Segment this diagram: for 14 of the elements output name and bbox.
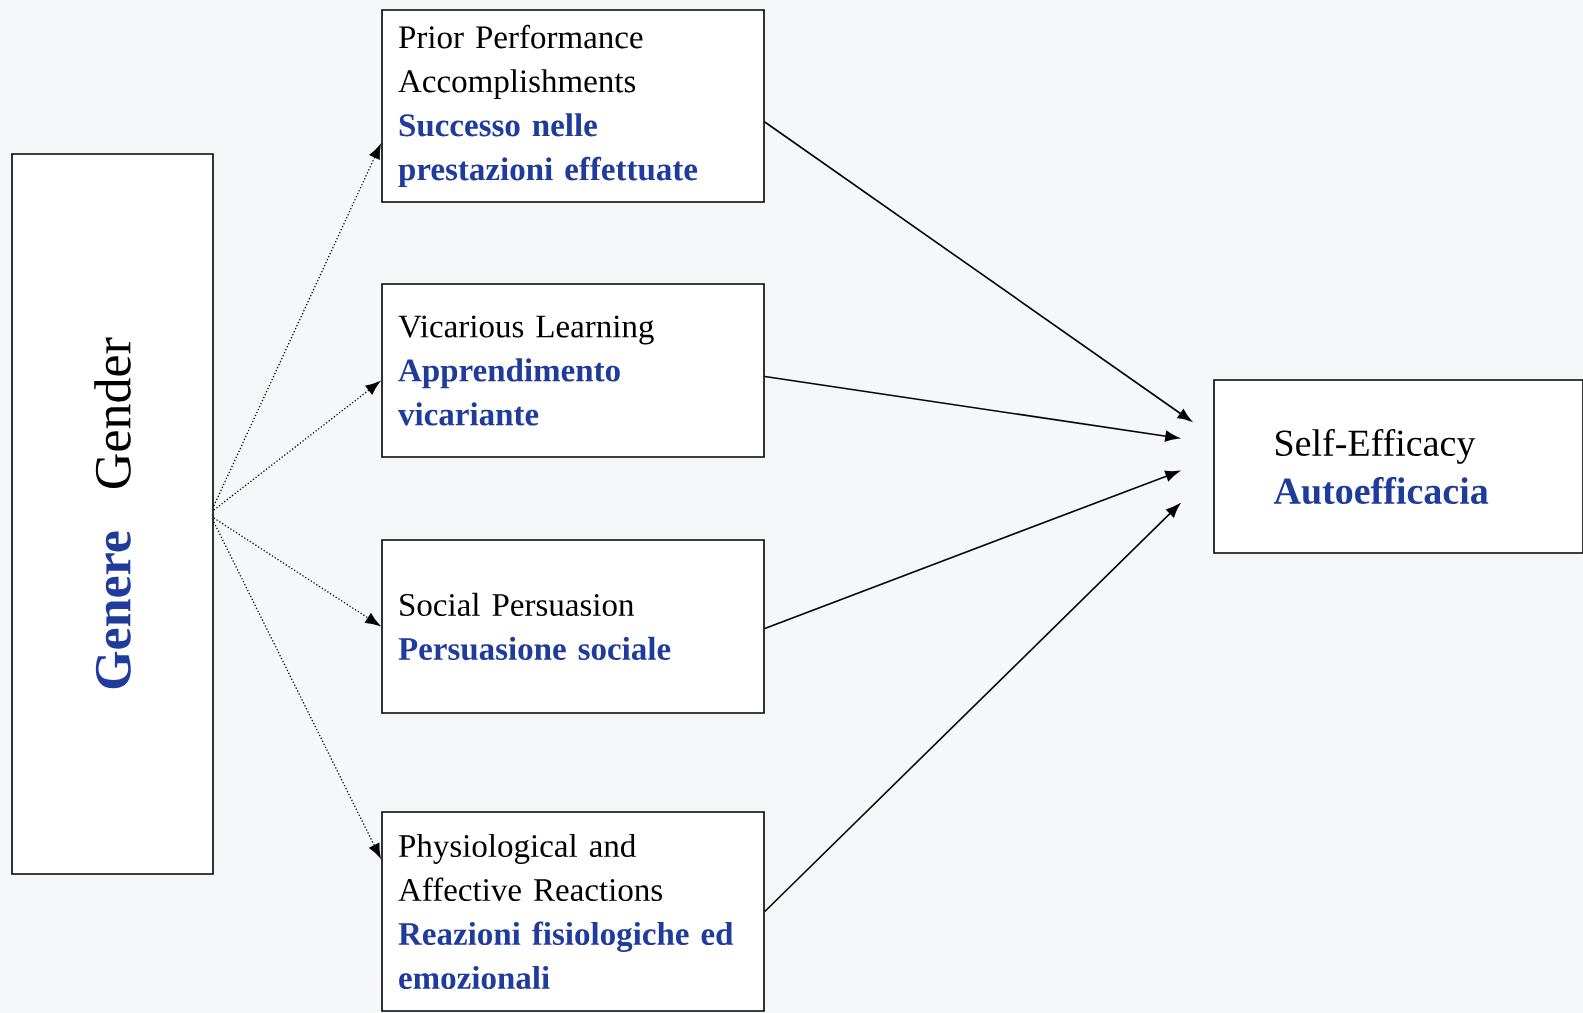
concept-box: Prior Performance Accomplishments Successo nelle prestazioni effettuate xyxy=(381,9,765,203)
concept-box: Self-Efficacy Autoefficacia xyxy=(1213,379,1583,554)
arrow xyxy=(213,517,380,626)
concept-box: Physiological and Affective Reactions Reazioni fisiologiche ed emozionali xyxy=(381,811,765,1012)
arrow xyxy=(764,504,1180,913)
label-box: Genere Gender xyxy=(11,153,214,875)
arrow xyxy=(213,381,380,511)
concept-box: Social Persuasion Persuasione sociale xyxy=(381,539,765,714)
arrow xyxy=(764,470,1179,630)
concept-box: Vicarious Learning Apprendimento vicariante xyxy=(381,283,765,458)
arrow xyxy=(213,521,381,858)
arrow xyxy=(764,121,1192,422)
arrow xyxy=(764,375,1179,442)
arrow xyxy=(213,144,381,507)
